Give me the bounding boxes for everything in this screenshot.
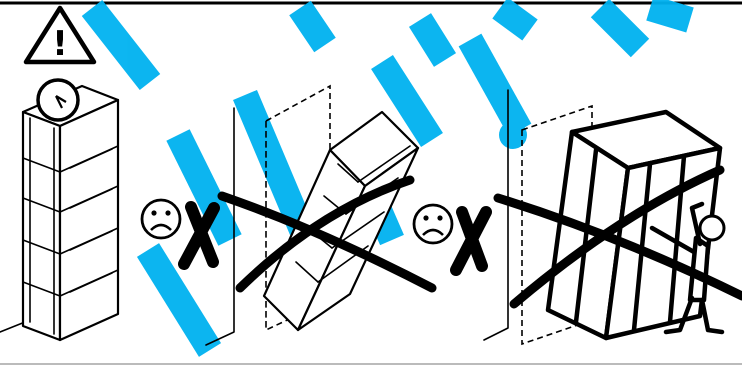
watermark-dot: [499, 121, 527, 149]
watermark: [81, 0, 694, 357]
watermark-stroke: [646, 0, 694, 33]
warning-symbol: !: [52, 24, 68, 64]
watermark-stroke: [81, 0, 161, 91]
watermark-stroke: [458, 33, 532, 137]
watermark-stroke: [166, 129, 242, 246]
watermark-stroke: [233, 89, 314, 236]
sad-face-icon: [140, 198, 182, 240]
sad-face-icon: [412, 203, 454, 245]
watermark-stroke: [492, 0, 538, 41]
panel-wrong-tipping: [140, 84, 437, 346]
x-mark-icon: [450, 206, 492, 276]
watermark-stroke: [371, 54, 443, 148]
watermark-stroke: [590, 0, 650, 58]
watermark-stroke: [408, 13, 457, 67]
watermark-stroke: [136, 243, 222, 357]
panel-wrong-falling-on-person: [412, 89, 742, 346]
watermark-stroke: [289, 0, 336, 53]
bookcase-anchored-to-wall-icon: [0, 78, 120, 342]
warning-triangle-icon: !: [23, 5, 97, 65]
x-mark-icon: [178, 201, 220, 270]
person-icon: [649, 201, 726, 335]
